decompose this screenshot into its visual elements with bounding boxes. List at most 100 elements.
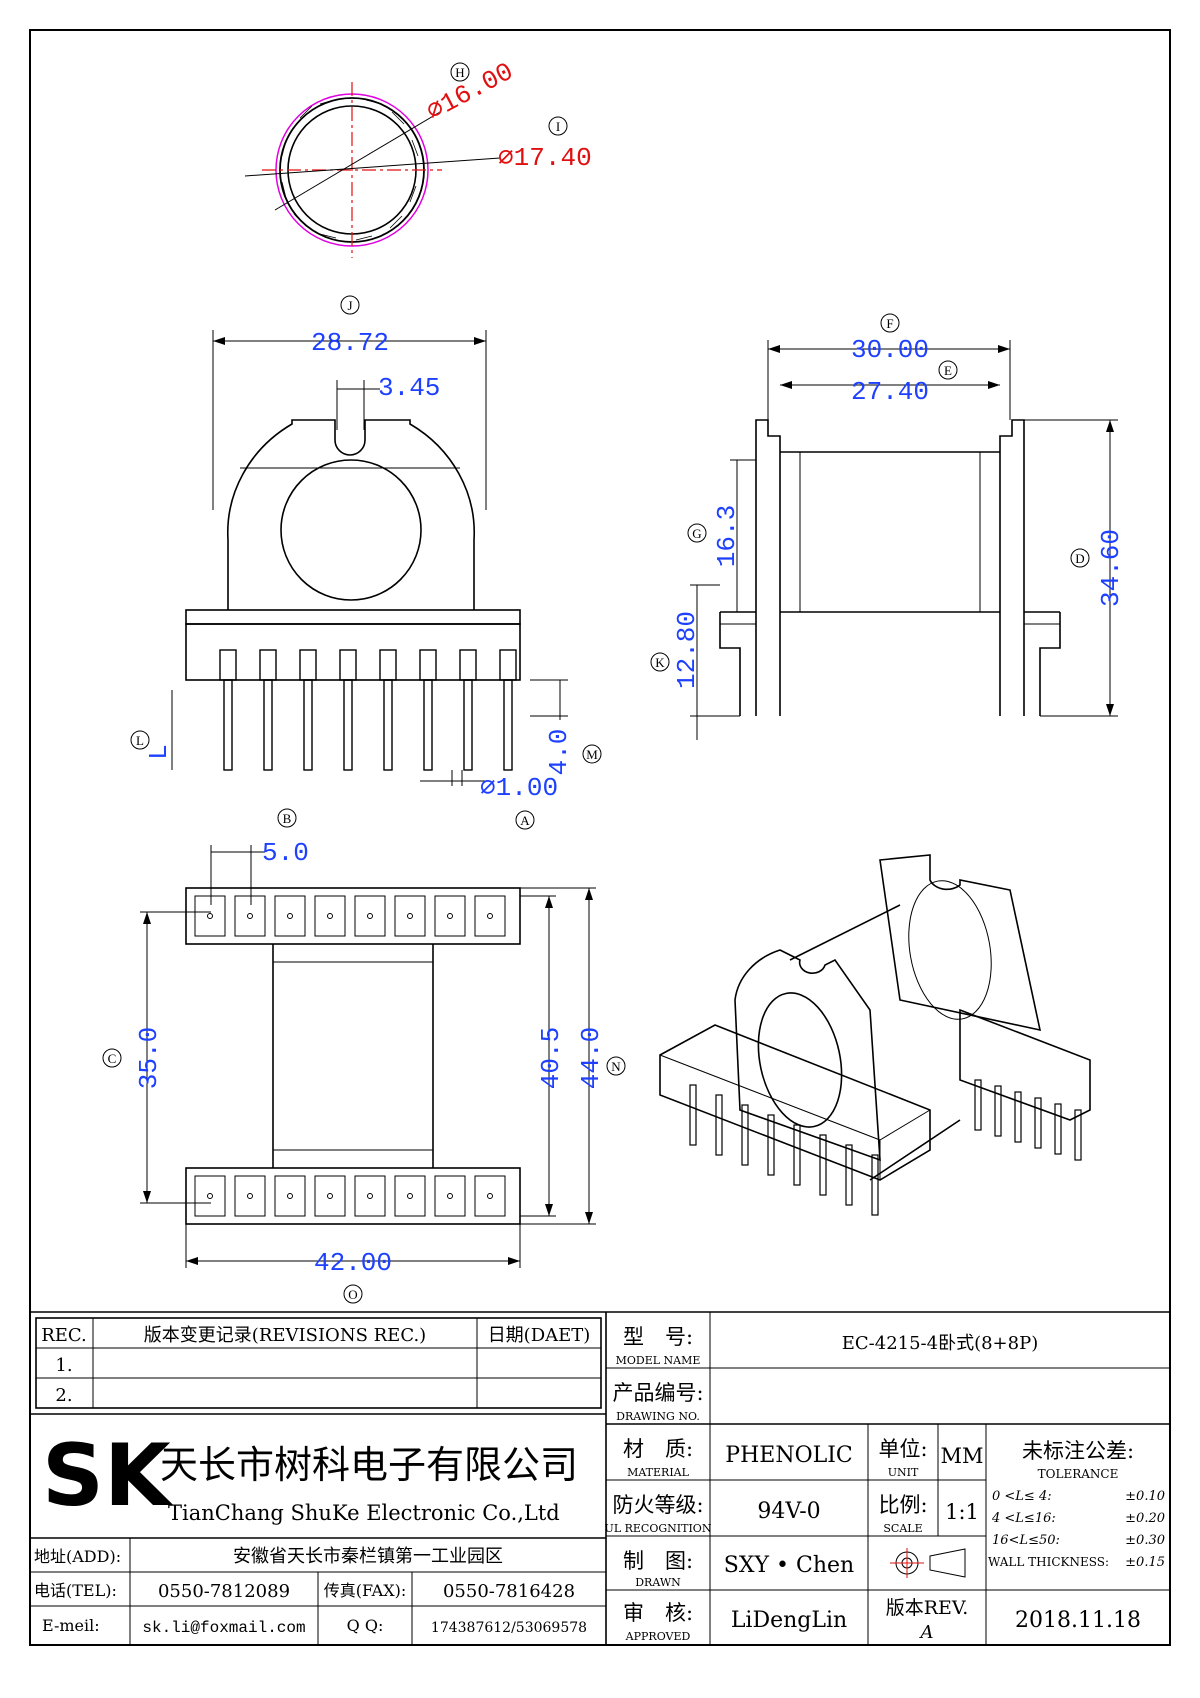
svg-text:F: F xyxy=(886,316,893,331)
bottom-pin-hole xyxy=(447,1193,453,1199)
svg-text:J: J xyxy=(347,298,352,313)
bottom-pin-slot xyxy=(234,1175,266,1217)
marker-D: D xyxy=(1070,548,1090,568)
drawing-label-en: DRAWING NO. xyxy=(616,1410,700,1423)
dim-slot-width: 3.45 xyxy=(378,373,440,403)
approved-label-cn: 审 核: xyxy=(623,1601,693,1625)
marker-L: L xyxy=(130,730,150,750)
rev-value: A xyxy=(919,1622,934,1643)
tol-value-1: ±0.10 xyxy=(1125,1489,1165,1504)
address-value: 安徽省天长市秦栏镇第一工业园区 xyxy=(233,1546,503,1567)
tolerance-en: TOLERANCE xyxy=(1038,1467,1119,1481)
isometric-view xyxy=(659,854,1091,1216)
tol-range-3: 16<L≤50: xyxy=(992,1533,1060,1548)
tol-range-4: WALL THICKNESS: xyxy=(988,1555,1109,1569)
company-logo: SK xyxy=(42,1426,174,1526)
marker-F: F xyxy=(880,313,900,333)
svg-text:C: C xyxy=(108,1051,117,1066)
bottom-pin-hole xyxy=(407,1193,413,1199)
email-value: sk.li@foxmail.com xyxy=(142,1619,305,1637)
bottom-pin-hole xyxy=(207,1193,213,1199)
front-pin-socket xyxy=(499,649,517,681)
material-value: PHENOLIC xyxy=(725,1443,852,1468)
dim-side-inner-width: 27.40 xyxy=(851,377,929,407)
material-label-en: MATERIAL xyxy=(627,1466,690,1479)
scale-value: 1:1 xyxy=(945,1500,979,1524)
dim-pin-length: L xyxy=(144,744,174,760)
rev-row-2: 2. xyxy=(55,1385,72,1406)
marker-N: N xyxy=(606,1056,626,1076)
iso-pin-front xyxy=(845,1144,853,1206)
tolerance-title: 未标注公差: xyxy=(1022,1439,1134,1463)
front-pin-socket xyxy=(219,649,237,681)
iso-pin-back xyxy=(1074,1109,1082,1161)
projection-symbol-icon xyxy=(890,1548,966,1578)
front-pin xyxy=(303,679,313,771)
front-pin-socket xyxy=(339,649,357,681)
dim-total-height: 34.60 xyxy=(1096,529,1126,607)
model-value: EC-4215-4卧式(8+8P) xyxy=(842,1333,1038,1354)
bottom-pin-hole xyxy=(247,913,253,919)
iso-pin-front xyxy=(741,1104,749,1166)
bottom-pin-slot xyxy=(314,1175,346,1217)
dim-outer-diameter: ⌀17.40 xyxy=(498,143,592,173)
front-pin-socket xyxy=(419,649,437,681)
front-pin-socket xyxy=(459,649,477,681)
bottom-pin-hole xyxy=(367,1193,373,1199)
iso-pin-front xyxy=(871,1154,879,1216)
front-pin xyxy=(223,679,233,771)
bottom-pin-slot xyxy=(234,895,266,937)
bottom-pin-slot xyxy=(474,895,506,937)
bottom-pin-slot xyxy=(394,895,426,937)
tol-value-3: ±0.30 xyxy=(1125,1533,1165,1548)
tel-label: 电话(TEL): xyxy=(34,1581,117,1600)
front-pin xyxy=(263,679,273,771)
fax-label: 传真(FAX): xyxy=(324,1581,407,1600)
front-pin-socket xyxy=(299,649,317,681)
marker-M: M xyxy=(582,744,602,764)
bottom-pin-hole xyxy=(367,913,373,919)
bottom-pin-slot xyxy=(394,1175,426,1217)
marker-G: G xyxy=(687,523,707,543)
marker-H: H xyxy=(450,62,470,82)
qq-value: 174387612/53069578 xyxy=(431,1620,587,1636)
dim-tube-height: 16.3 xyxy=(712,505,742,567)
svg-text:A: A xyxy=(520,813,530,828)
svg-text:O: O xyxy=(348,1287,357,1302)
iso-pin-front xyxy=(819,1134,827,1196)
title-block xyxy=(30,1311,1170,1645)
dim-base-height: 12.80 xyxy=(672,611,702,689)
bottom-pin-hole xyxy=(487,1193,493,1199)
model-label-cn: 型 号: xyxy=(623,1325,693,1349)
bottom-pin-hole xyxy=(207,913,213,919)
drawn-label-en: DRAWN xyxy=(635,1576,681,1589)
iso-pin-front xyxy=(767,1114,775,1176)
bottom-pin-slot xyxy=(274,895,306,937)
front-pin xyxy=(423,679,433,771)
bottom-pin-hole xyxy=(287,913,293,919)
marker-A: A xyxy=(515,810,535,830)
bore-section-view xyxy=(244,82,501,258)
iso-pin-back xyxy=(1034,1097,1042,1149)
fax-value: 0550-7816428 xyxy=(443,1581,575,1602)
rev-row-1: 1. xyxy=(55,1355,72,1376)
dim-pin-pitch: 5.0 xyxy=(262,838,309,868)
bottom-pin-slot xyxy=(434,1175,466,1217)
bottom-pin-slot xyxy=(354,1175,386,1217)
unit-label-cn: 单位: xyxy=(878,1437,927,1461)
drawing-label-cn: 产品编号: xyxy=(612,1381,703,1405)
bottom-pin-slot xyxy=(194,1175,226,1217)
dim-row-span: 35.0 xyxy=(134,1027,164,1089)
front-pin xyxy=(463,679,473,771)
iso-pin-front xyxy=(689,1084,697,1146)
ul-label-cn: 防火等级: xyxy=(612,1493,703,1517)
ul-label-en: UL RECOGNITION xyxy=(605,1522,712,1535)
svg-text:L: L xyxy=(136,733,144,748)
marker-O: O xyxy=(343,1284,363,1304)
svg-text:SK: SK xyxy=(42,1426,174,1526)
iso-pin-front xyxy=(793,1124,801,1186)
svg-text:K: K xyxy=(655,655,665,670)
marker-I: I xyxy=(548,116,568,136)
model-label-en: MODEL NAME xyxy=(616,1354,701,1367)
